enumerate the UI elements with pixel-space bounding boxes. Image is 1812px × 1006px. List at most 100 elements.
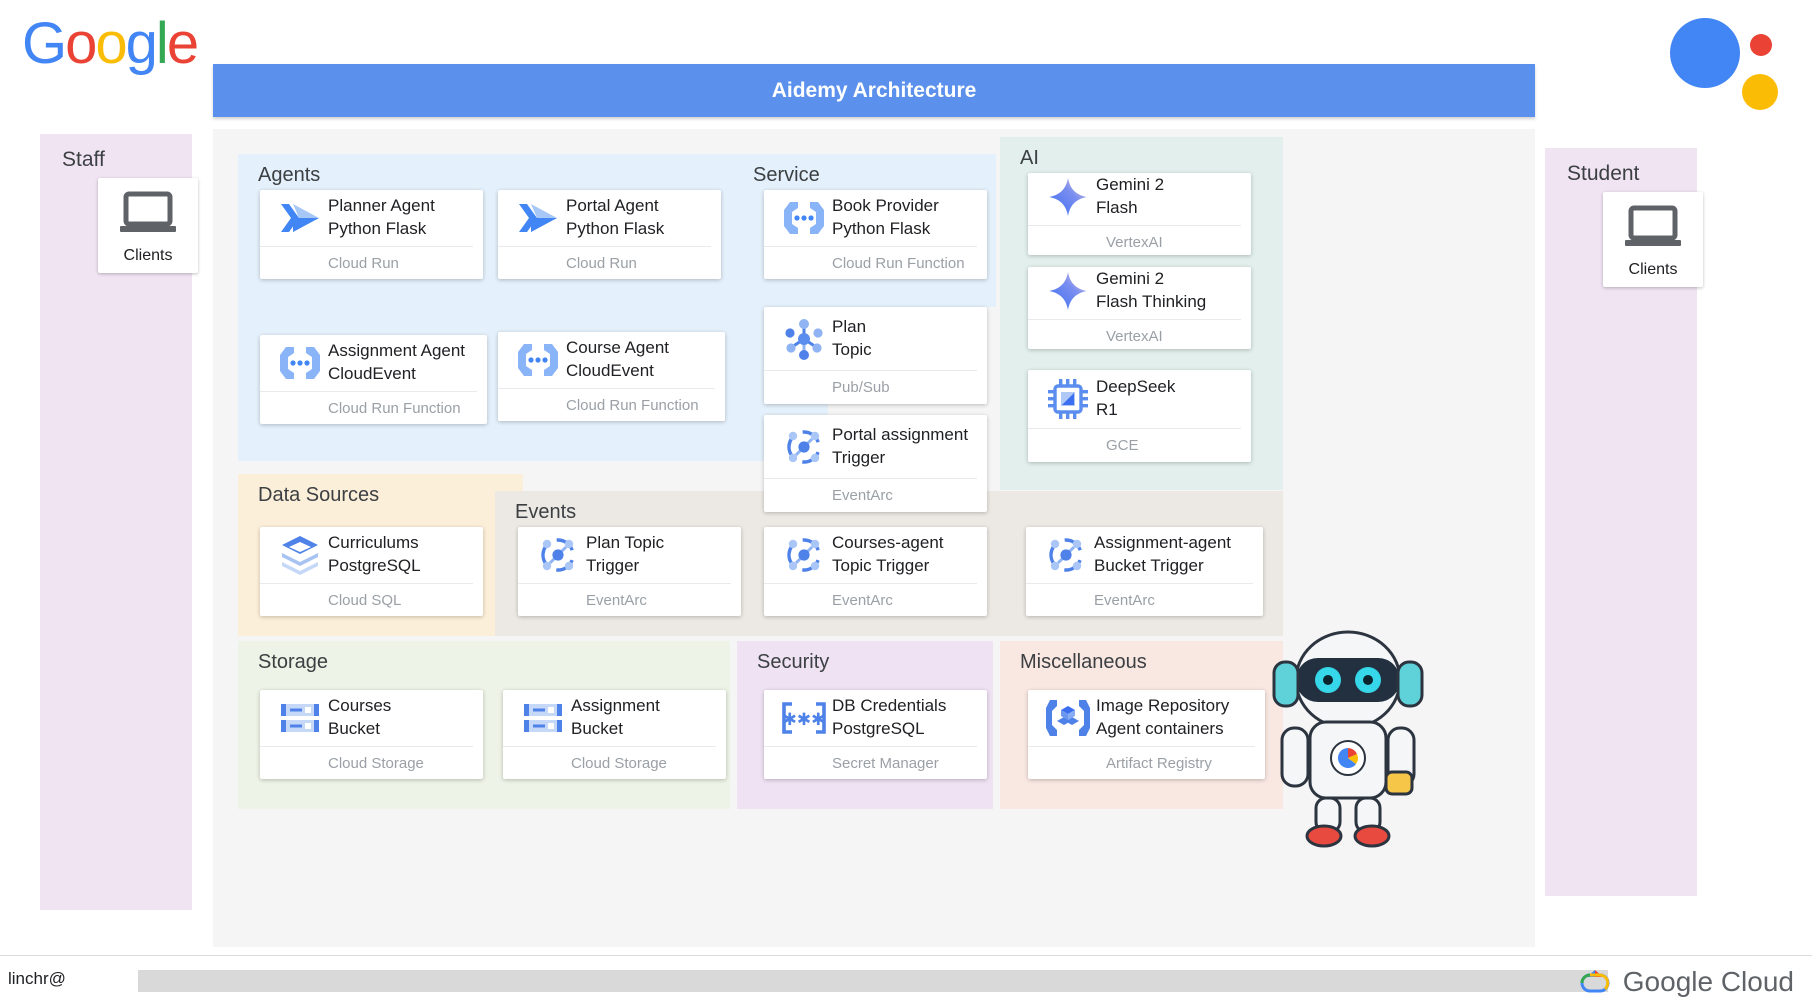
footer-progress-bar [138,970,1608,992]
card-title-line1: Curriculums [328,532,419,552]
card-service-label: Cloud Run [498,245,711,280]
cloud-run-icon [510,190,566,246]
card-assignment-bucket[interactable]: Assignment Bucket Cloud Storage [503,690,726,779]
card-title-line1: Gemini 2 [1096,175,1165,195]
card-service-label: EventArc [1026,582,1253,617]
group-miscellaneous-title: Miscellaneous [1020,651,1147,673]
card-title-line1: Plan [832,316,867,336]
card-service-label: Cloud Run Function [764,245,977,280]
card-service-label: Cloud Storage [503,745,716,780]
card-service-label: EventArc [764,582,977,617]
logo-letter-g: g [125,11,158,76]
card-image-repository[interactable]: Image Repository Agent containers Artifa… [1028,690,1265,779]
card-portal-agent[interactable]: Portal Agent Python Flask Cloud Run [498,190,721,279]
user-handle: linchr@ [8,969,66,988]
logo-letter-G: G [22,11,67,76]
card-gemini-2-flash[interactable]: Gemini 2 Flash VertexAI [1028,173,1251,255]
group-service-title: Service [753,164,820,186]
cloud-function-icon [510,332,566,388]
card-plan-topic[interactable]: Plan Topic Pub/Sub [764,307,987,404]
eventarc-icon [1038,527,1094,583]
eventarc-icon [776,527,832,583]
card-title-line2: Python Flask [832,218,931,238]
card-service-label: Cloud Storage [260,745,473,780]
card-gemini-2-flash-thinking[interactable]: Gemini 2 Flash Thinking VertexAI [1028,267,1251,349]
pubsub-icon [776,311,832,367]
eventarc-icon [776,419,832,475]
cloud-icon [1576,967,1614,998]
student-clients-card[interactable]: Clients [1603,192,1703,287]
card-title-line1: Assignment [571,695,660,715]
laptop-icon [1623,204,1683,257]
laptop-icon [118,190,178,243]
card-title-line2: PostgreSQL [832,718,925,738]
card-book-provider[interactable]: Book Provider Python Flask Cloud Run Fun… [764,190,987,279]
card-curriculums[interactable]: Curriculums PostgreSQL Cloud SQL [260,527,483,616]
google-cloud-logo: Google Cloud [1576,966,1794,998]
card-plan-topic-trigger[interactable]: Plan Topic Trigger EventArc [518,527,741,616]
card-course-agent[interactable]: Course Agent CloudEvent Cloud Run Functi… [498,332,725,421]
card-courses-bucket[interactable]: Courses Bucket Cloud Storage [260,690,483,779]
page-title-bar: Aidemy Architecture [213,64,1535,117]
card-title-line2: Flash Thinking [1096,292,1207,311]
card-assignment-agent[interactable]: Assignment Agent CloudEvent Cloud Run Fu… [260,335,487,424]
card-title-line1: DeepSeek [1096,377,1176,397]
card-title-line1: Assignment-agent [1094,532,1232,552]
card-courses-agent-topic-trigger[interactable]: Courses-agent Topic Trigger EventArc [764,527,987,616]
cloud-function-icon [272,335,328,391]
card-service-label: Pub/Sub [764,370,977,404]
card-portal-assignment-trigger[interactable]: Portal assignment Trigger EventArc [764,415,987,512]
student-clients-label: Clients [1628,261,1678,278]
card-service-label: Cloud Run Function [260,390,477,425]
card-title-line1: Plan Topic [586,532,665,552]
card-title-line2: PostgreSQL [328,555,421,575]
red-dot-icon [1750,34,1772,56]
card-db-credentials[interactable]: ✱✱✱ DB Credentials PostgreSQL Secret Man… [764,690,987,779]
group-security-title: Security [757,651,830,673]
staff-panel-title: Staff [62,148,105,171]
student-panel-title: Student [1567,162,1640,185]
card-service-label: Artifact Registry [1028,745,1255,780]
cpu-chip-icon [1040,371,1096,427]
blue-circle-icon [1670,18,1740,88]
group-ai-title: AI [1020,147,1039,169]
card-title-line2: Bucket [328,718,380,738]
secret-asterisks-icon: ✱✱✱ [776,690,832,746]
card-title-line2: Python Flask [566,218,665,238]
card-title-line1: Portal assignment [832,424,969,444]
card-title-line2: Trigger [586,555,640,575]
staff-panel: Staff Clients [40,134,198,910]
page-title: Aidemy Architecture [771,78,977,102]
cloud-run-icon [272,190,328,246]
svg-text:✱✱✱: ✱✱✱ [783,710,826,729]
logo-letter-o2: o [95,11,127,76]
card-title-line1: Course Agent [566,337,670,357]
logo-letter-l: l [155,11,169,76]
footer-bar: linchr@ Google Cloud [0,955,1812,1006]
card-title-line2: Topic [832,339,872,359]
card-assignment-agent-bucket-trigger[interactable]: Assignment-agent Bucket Trigger EventArc [1026,527,1263,616]
card-title-line1: Planner Agent [328,195,435,215]
card-deepseek-r1[interactable]: DeepSeek R1 GCE [1028,370,1251,462]
google-cloud-wordmark: Google Cloud [1622,966,1794,997]
card-title-line2: Flash [1096,198,1138,217]
card-title-line2: Python Flask [328,218,427,238]
gemini-spark-icon [1040,263,1096,319]
staff-clients-label: Clients [123,247,173,264]
card-planner-agent[interactable]: Planner Agent Python Flask Cloud Run [260,190,483,279]
logo-letter-o1: o [65,11,97,76]
diagram-canvas: Agents Planner Agent Python Flask Cloud … [213,129,1535,947]
card-title-line1: Image Repository [1096,695,1230,715]
group-events-title: Events [515,501,577,523]
group-storage-title: Storage [258,651,329,673]
bucket-icon [515,690,571,746]
google-logo: Google [22,10,199,77]
card-title-line2: Topic Trigger [832,555,930,575]
card-title-line2: R1 [1096,400,1118,419]
card-title-line1: Courses [328,695,392,715]
group-agents-title: Agents [258,164,321,186]
robot-mascot-illustration [1258,622,1438,852]
staff-clients-card[interactable]: Clients [98,178,198,273]
card-service-label: Secret Manager [764,745,977,780]
